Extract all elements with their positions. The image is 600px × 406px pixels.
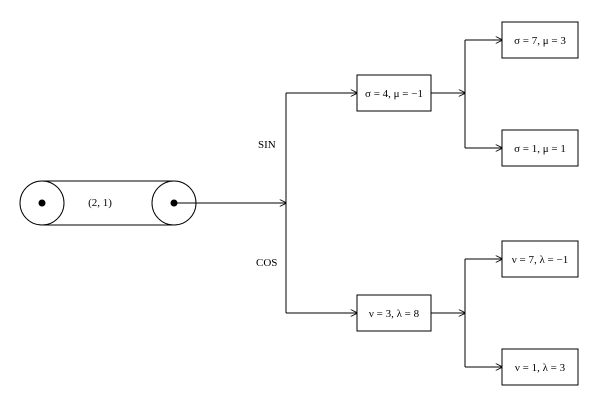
node-leaf-3-label: ν = 7, λ = −1 <box>512 254 568 266</box>
node-leaf-2-label: σ = 1, μ = 1 <box>514 143 566 155</box>
node-leaf-4-label: ν = 1, λ = 3 <box>515 362 566 374</box>
node-leaf-4-box <box>501 348 579 386</box>
branch-label-cos: COS <box>256 257 277 269</box>
cylinder-label: (2, 1) <box>88 197 112 209</box>
node-mid-upper-label: σ = 4, μ = −1 <box>365 88 423 100</box>
node-leaf-2-box <box>501 129 579 167</box>
node-leaf-1-box <box>501 21 579 59</box>
node-mid-lower-label: ν = 3, λ = 8 <box>369 308 420 320</box>
left-hub-dot <box>38 199 46 207</box>
branch-label-sin: SIN <box>258 139 276 151</box>
node-mid-upper-box <box>356 74 432 112</box>
node-leaf-3-box <box>501 240 579 278</box>
node-leaf-1-label: σ = 7, μ = 3 <box>514 35 566 47</box>
